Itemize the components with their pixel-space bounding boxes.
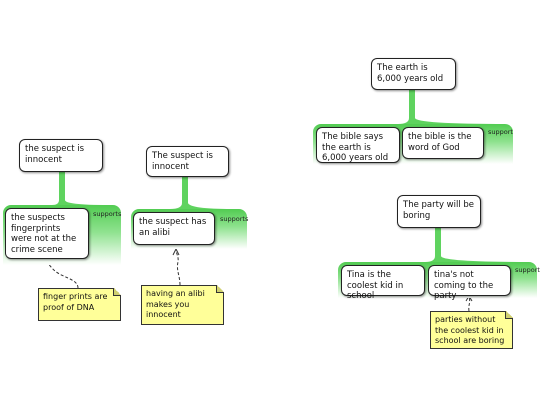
relation-label-map1: supports (93, 210, 122, 218)
note-map2[interactable]: having an alibi makes you innocent (141, 285, 224, 325)
note-map4[interactable]: parties without the coolest kid in schoo… (430, 311, 513, 349)
note-fold-icon (216, 285, 224, 293)
note-fold-icon (505, 311, 513, 319)
premise-box-map4-1[interactable]: Tina is the coolest kid in school (341, 265, 425, 301)
claim-box-map4[interactable]: The party will be boring (397, 195, 481, 228)
note-link-map2-arrow (172, 247, 180, 256)
note-text: finger prints are proof of DNA (43, 292, 108, 312)
relation-label-map4: support (515, 266, 540, 274)
claim-box-map1[interactable]: the suspect is innocent (19, 139, 103, 172)
premise-box-map1-1[interactable]: the suspects fingerprints were not at th… (5, 208, 89, 259)
claim-text: the suspect is innocent (25, 144, 85, 165)
premise-text: The bible says the earth is 6,000 years … (322, 132, 389, 163)
note-map1[interactable]: finger prints are proof of DNA (38, 288, 121, 321)
connector-map1 (10, 171, 108, 205)
premise-text: the suspects fingerprints were not at th… (11, 213, 77, 255)
premise-box-map3-2[interactable]: the bible is the word of God (402, 127, 484, 159)
relation-label-map2: supports (220, 215, 249, 223)
relation-label-map3: support (488, 128, 513, 136)
claim-box-map3[interactable]: The earth is 6,000 years old (371, 58, 456, 90)
premise-text: tina's not coming to the party (434, 270, 494, 301)
note-fold-icon (113, 288, 121, 296)
premise-box-map4-2[interactable]: tina's not coming to the party (428, 265, 511, 301)
claim-box-map2[interactable]: The suspect is innocent (146, 146, 229, 177)
claim-text: The earth is 6,000 years old (377, 63, 444, 84)
note-text: parties without the coolest kid in schoo… (435, 315, 505, 345)
note-link-map4 (468, 296, 471, 312)
premise-text: the suspect has an alibi (139, 217, 207, 238)
connector-map4 (340, 227, 532, 262)
note-link-map2 (175, 249, 181, 286)
premise-text: Tina is the coolest kid in school (347, 270, 404, 301)
connector-map3 (318, 89, 508, 124)
claim-text: The suspect is innocent (152, 151, 213, 172)
connector-map2 (135, 176, 232, 209)
premise-text: the bible is the word of God (408, 132, 472, 153)
note-text: having an alibi makes you innocent (146, 289, 205, 319)
premise-box-map2-1[interactable]: the suspect has an alibi (133, 212, 215, 245)
claim-text: The party will be boring (403, 200, 475, 221)
premise-box-map3-1[interactable]: The bible says the earth is 6,000 years … (316, 127, 400, 163)
